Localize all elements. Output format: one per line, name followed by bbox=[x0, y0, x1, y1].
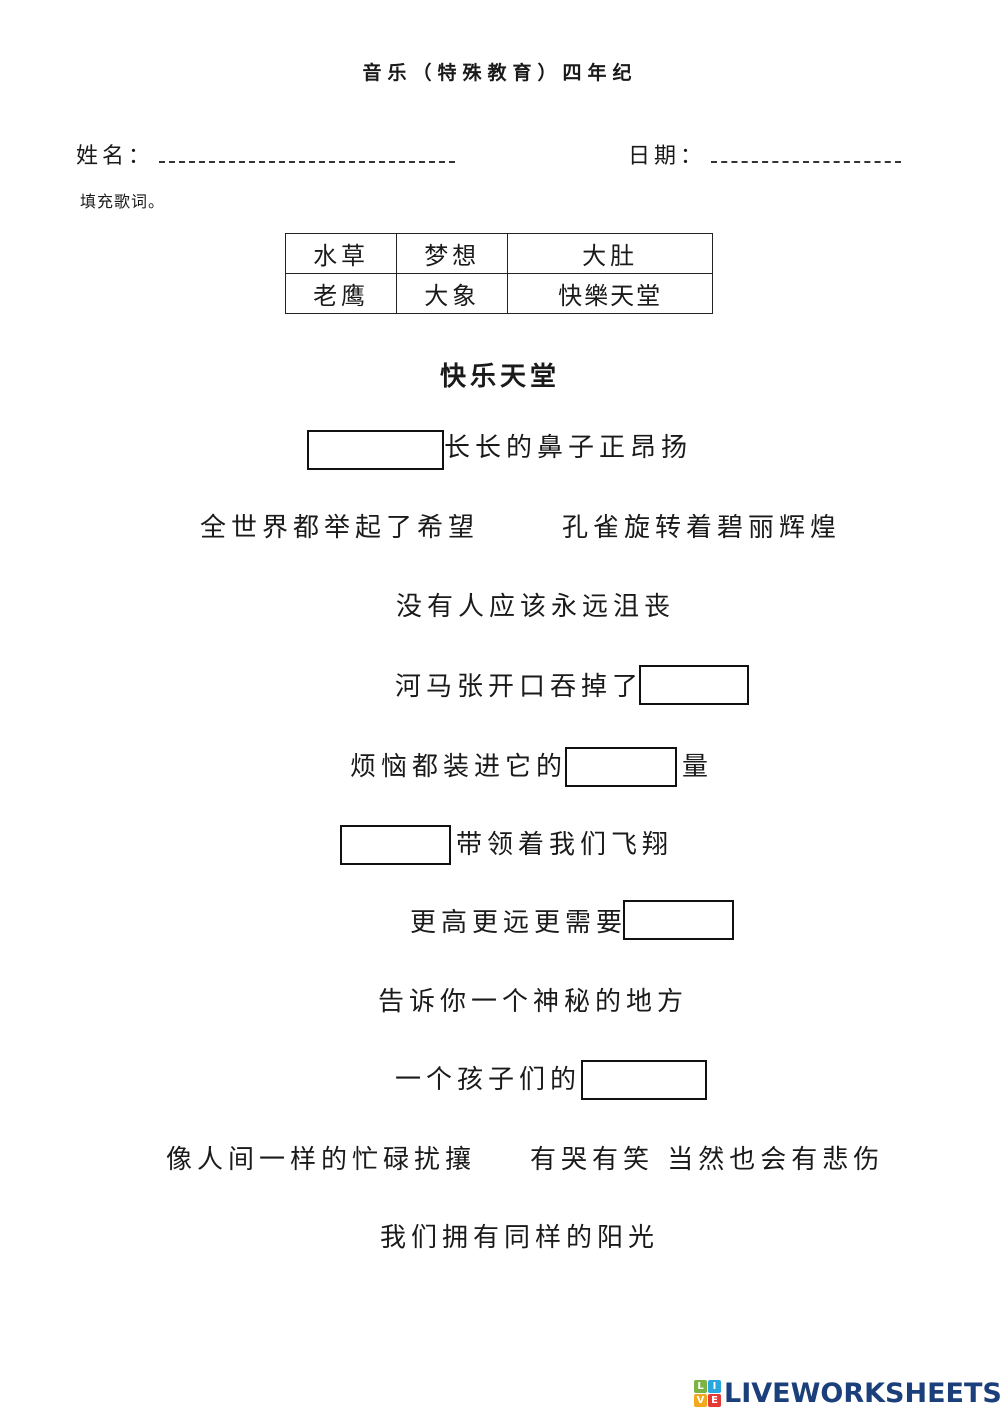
word-bank-cell: 梦想 bbox=[396, 233, 509, 274]
brand-name: LIVEWORKSHEETS bbox=[724, 1378, 1000, 1409]
lyric-line: 孔雀旋转着碧丽辉煌 bbox=[562, 513, 842, 543]
song-title: 快乐天堂 bbox=[439, 362, 560, 392]
word-bank-row: 老鹰 大象 快樂天堂 bbox=[284, 273, 713, 314]
answer-blank-3[interactable] bbox=[565, 747, 677, 787]
word-bank-table: 水草 梦想 大肚 老鹰 大象 快樂天堂 bbox=[284, 233, 713, 314]
logo-letter: E bbox=[708, 1394, 721, 1407]
date-label: 日期： bbox=[628, 144, 707, 169]
lyric-line: 长长的鼻子正昂扬 bbox=[444, 433, 693, 463]
lyric-line: 没有人应该永远沮丧 bbox=[396, 592, 676, 622]
lyric-line: 有哭有笑 当然也会有悲伤 bbox=[530, 1145, 885, 1175]
word-bank-cell: 水草 bbox=[284, 233, 398, 274]
word-bank-cell: 大肚 bbox=[507, 233, 713, 274]
lyric-line: 告诉你一个神秘的地方 bbox=[378, 987, 689, 1017]
instruction-text: 填充歌词。 bbox=[80, 192, 166, 211]
logo-letter: I bbox=[708, 1380, 721, 1393]
answer-blank-5[interactable] bbox=[623, 900, 734, 940]
date-underline bbox=[711, 160, 902, 163]
lyric-line: 河马张开口吞掉了 bbox=[395, 672, 644, 702]
lyric-line: 量 bbox=[682, 752, 714, 782]
word-bank-row: 水草 梦想 大肚 bbox=[284, 233, 713, 274]
answer-blank-4[interactable] bbox=[340, 825, 451, 865]
lyric-line: 带领着我们飞翔 bbox=[456, 830, 674, 860]
lyric-line: 烦恼都装进它的 bbox=[350, 752, 568, 782]
word-bank-cell: 快樂天堂 bbox=[507, 273, 713, 314]
answer-blank-2[interactable] bbox=[639, 665, 749, 705]
worksheet-title: 音乐（特殊教育）四年纪 bbox=[362, 62, 638, 84]
live-blocks-icon: L I V E bbox=[694, 1380, 721, 1407]
logo-letter: L bbox=[694, 1380, 707, 1393]
lyric-line: 更高更远更需要 bbox=[410, 908, 628, 938]
answer-blank-1[interactable] bbox=[307, 430, 444, 470]
lyric-line: 我们拥有同样的阳光 bbox=[380, 1223, 660, 1253]
name-label: 姓名： bbox=[76, 144, 155, 169]
date-field: 日期： bbox=[628, 138, 902, 170]
logo-letter: V bbox=[694, 1394, 707, 1407]
answer-blank-6[interactable] bbox=[581, 1060, 707, 1100]
lyric-line: 全世界都举起了希望 bbox=[200, 513, 480, 543]
name-underline bbox=[159, 160, 456, 163]
word-bank-cell: 老鹰 bbox=[284, 273, 398, 314]
name-field: 姓名： bbox=[76, 138, 456, 170]
word-bank-cell: 大象 bbox=[396, 273, 509, 314]
liveworksheets-logo[interactable]: L I V E LIVEWORKSHEETS bbox=[694, 1378, 1000, 1409]
lyric-line: 一个孩子们的 bbox=[395, 1065, 582, 1095]
lyric-line: 像人间一样的忙碌扰攘 bbox=[166, 1145, 477, 1175]
